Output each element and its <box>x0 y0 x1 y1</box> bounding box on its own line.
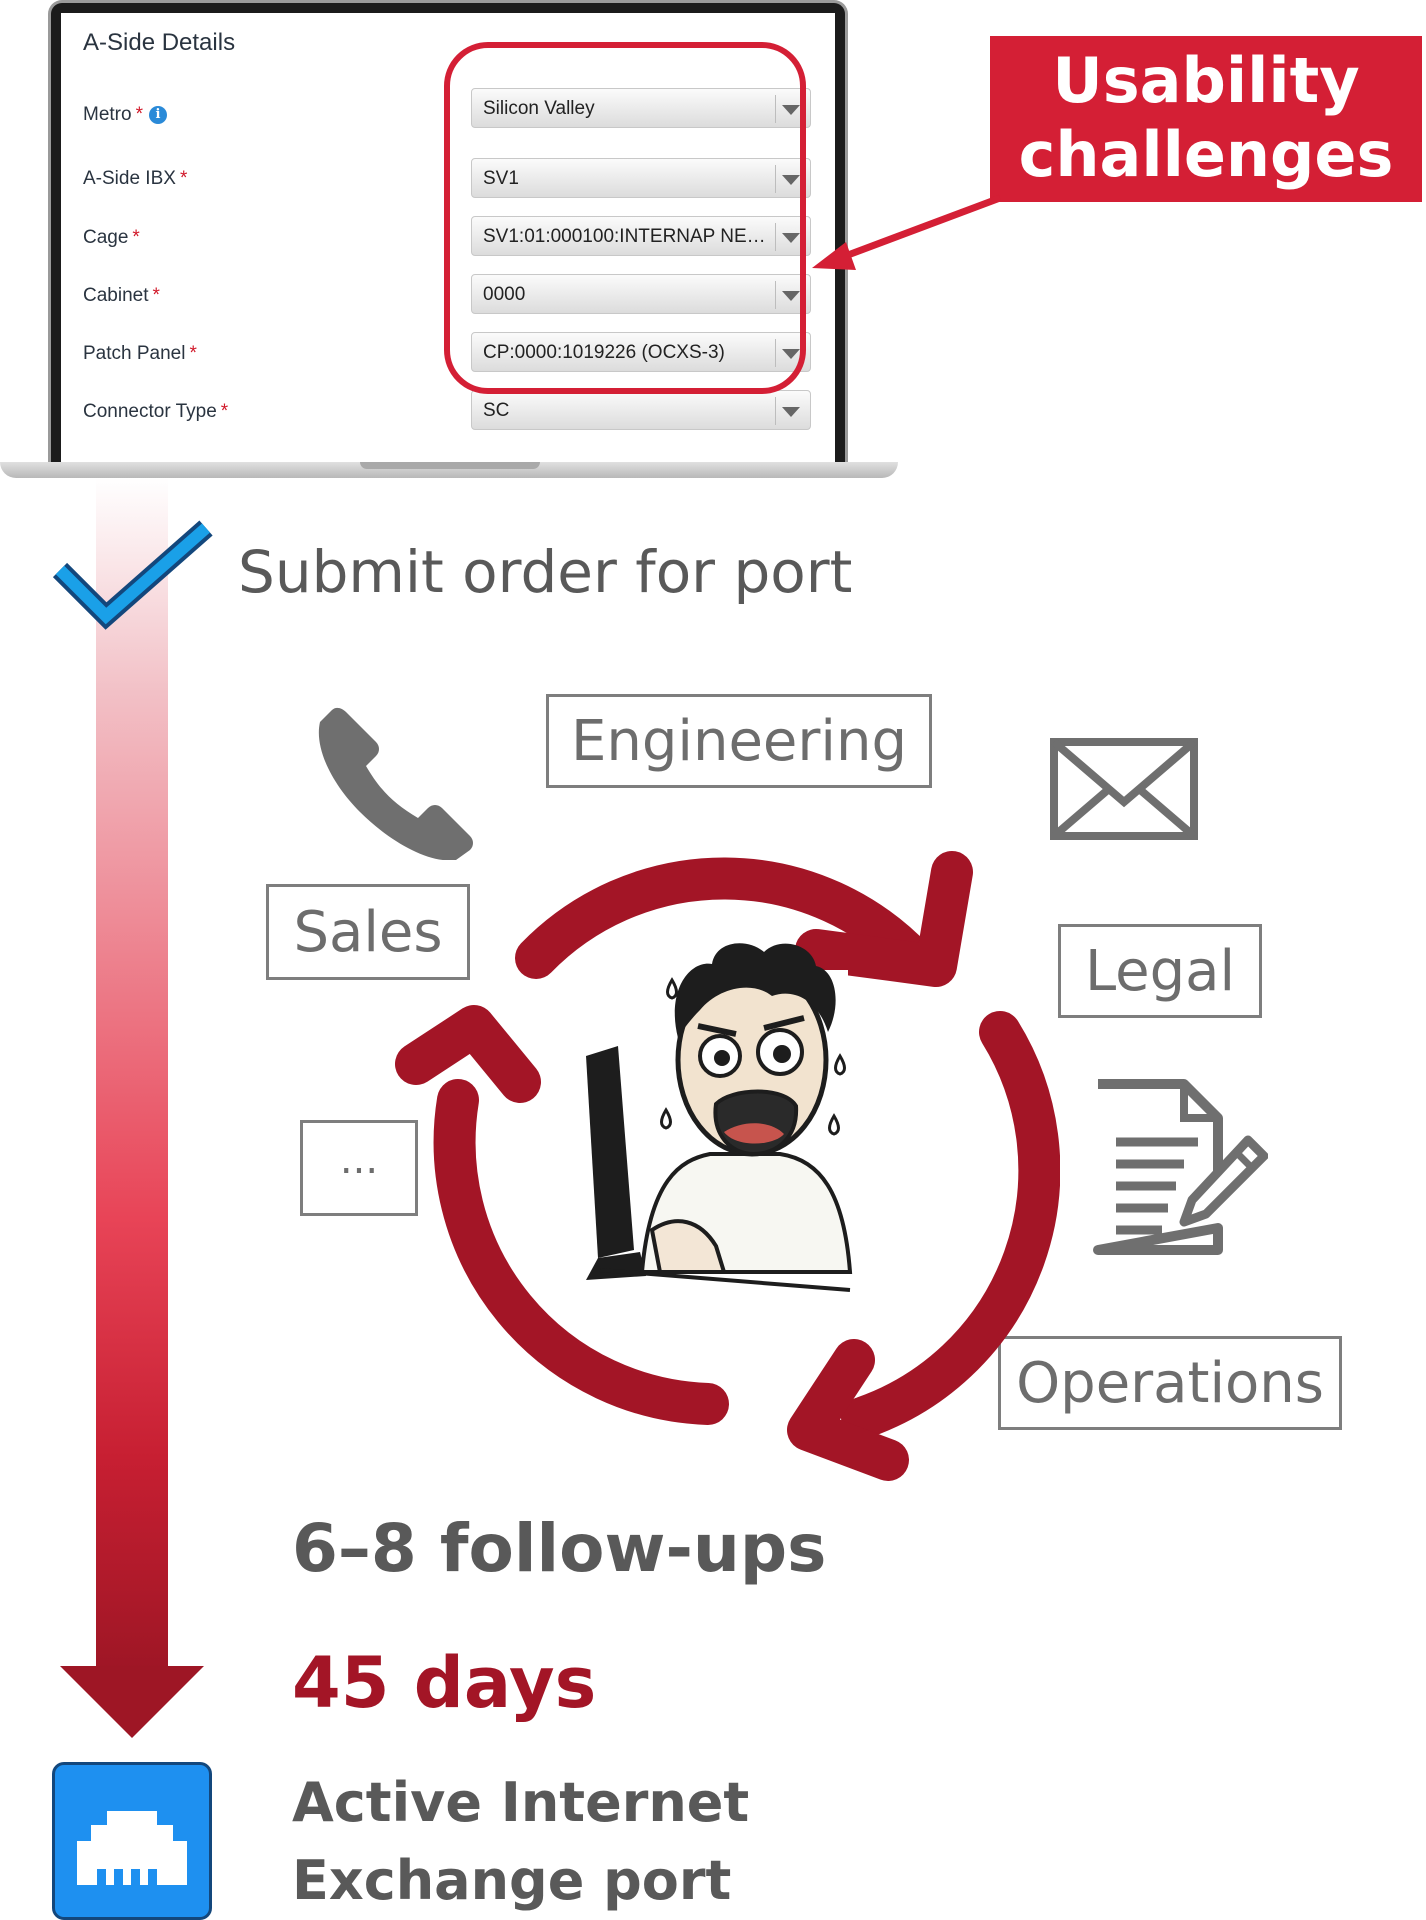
select-divider <box>775 95 776 123</box>
usability-highlight-outline <box>444 42 806 394</box>
cycle-arrowhead-left <box>395 1005 541 1103</box>
usability-callout: Usability challenges <box>990 36 1422 202</box>
ibx-label: A-Side IBX* <box>83 168 188 189</box>
dept-sales: Sales <box>266 884 470 980</box>
select-divider <box>775 281 776 309</box>
cabinet-select[interactable]: 0000 <box>471 274 811 314</box>
metro-select[interactable]: Silicon Valley <box>471 88 811 128</box>
follow-up-cycle <box>395 851 1060 1481</box>
ibx-select[interactable]: SV1 <box>471 158 811 198</box>
form-title: A-Side Details <box>83 29 236 56</box>
connector-type-select[interactable]: SC <box>471 390 811 430</box>
required-mark: * <box>132 227 140 248</box>
chevron-down-icon[interactable] <box>782 233 800 243</box>
timeline-arrow-shaft <box>96 478 168 1672</box>
result-label: Active Internet Exchange port <box>292 1764 749 1920</box>
result-line-2: Exchange port <box>292 1849 732 1912</box>
select-divider <box>775 223 776 251</box>
ethernet-port-icon <box>77 1811 187 1885</box>
document-pen-icon <box>1093 1079 1268 1255</box>
required-mark: * <box>220 401 229 422</box>
required-mark: * <box>189 343 197 364</box>
metro-label: Metro*i <box>83 104 167 126</box>
select-divider <box>775 397 776 425</box>
callout-pointer-arrow <box>812 194 1002 270</box>
dept-engineering: Engineering <box>546 694 932 788</box>
cycle-arc-bottom <box>433 1079 729 1425</box>
dept-legal: Legal <box>1058 924 1262 1018</box>
connector-type-label: Connector Type* <box>83 401 229 422</box>
cycle-arc-right <box>841 1011 1060 1439</box>
envelope-icon <box>1050 738 1198 840</box>
chevron-down-icon[interactable] <box>782 407 800 417</box>
chevron-down-icon[interactable] <box>782 105 800 115</box>
cage-value: SV1:01:000100:INTERNAP NE… <box>483 226 766 247</box>
phone-icon <box>318 707 473 860</box>
ibx-value: SV1 <box>483 168 519 189</box>
info-icon[interactable]: i <box>148 106 167 124</box>
dept-more: ... <box>300 1120 418 1216</box>
required-mark: * <box>135 104 143 125</box>
cycle-arrowhead-right <box>795 851 973 987</box>
cabinet-label: Cabinet* <box>83 285 160 306</box>
chevron-down-icon[interactable] <box>782 175 800 185</box>
checkmark-icon <box>52 520 213 630</box>
metro-value: Silicon Valley <box>483 98 595 119</box>
required-mark: * <box>179 168 188 189</box>
connector-type-value: SC <box>483 400 510 421</box>
days-stat: 45 days <box>292 1642 597 1724</box>
submit-order-label: Submit order for port <box>238 538 853 606</box>
callout-line-1: Usability <box>1052 44 1360 117</box>
patch-panel-label: Patch Panel* <box>83 343 197 364</box>
patch-panel-select[interactable]: CP:0000:1019226 (OCXS-3) <box>471 332 811 372</box>
result-line-1: Active Internet <box>292 1771 750 1834</box>
dept-operations: Operations <box>998 1336 1342 1430</box>
patch-panel-value: CP:0000:1019226 (OCXS-3) <box>483 342 725 363</box>
timeline-arrowhead <box>60 1666 204 1738</box>
cage-select[interactable]: SV1:01:000100:INTERNAP NE… <box>471 216 811 256</box>
chevron-down-icon[interactable] <box>782 291 800 301</box>
cycle-arc-top <box>515 857 935 981</box>
cabinet-value: 0000 <box>483 284 526 305</box>
followups-stat: 6–8 follow-ups <box>292 1510 827 1587</box>
laptop-base <box>0 462 898 478</box>
stressed-person-illustration <box>582 943 853 1292</box>
callout-line-2: challenges <box>1018 118 1394 191</box>
port-tile <box>52 1762 212 1920</box>
cycle-arrowhead-bottom <box>787 1339 909 1481</box>
select-divider <box>775 165 776 193</box>
required-mark: * <box>152 285 160 306</box>
cage-label: Cage* <box>83 227 140 248</box>
